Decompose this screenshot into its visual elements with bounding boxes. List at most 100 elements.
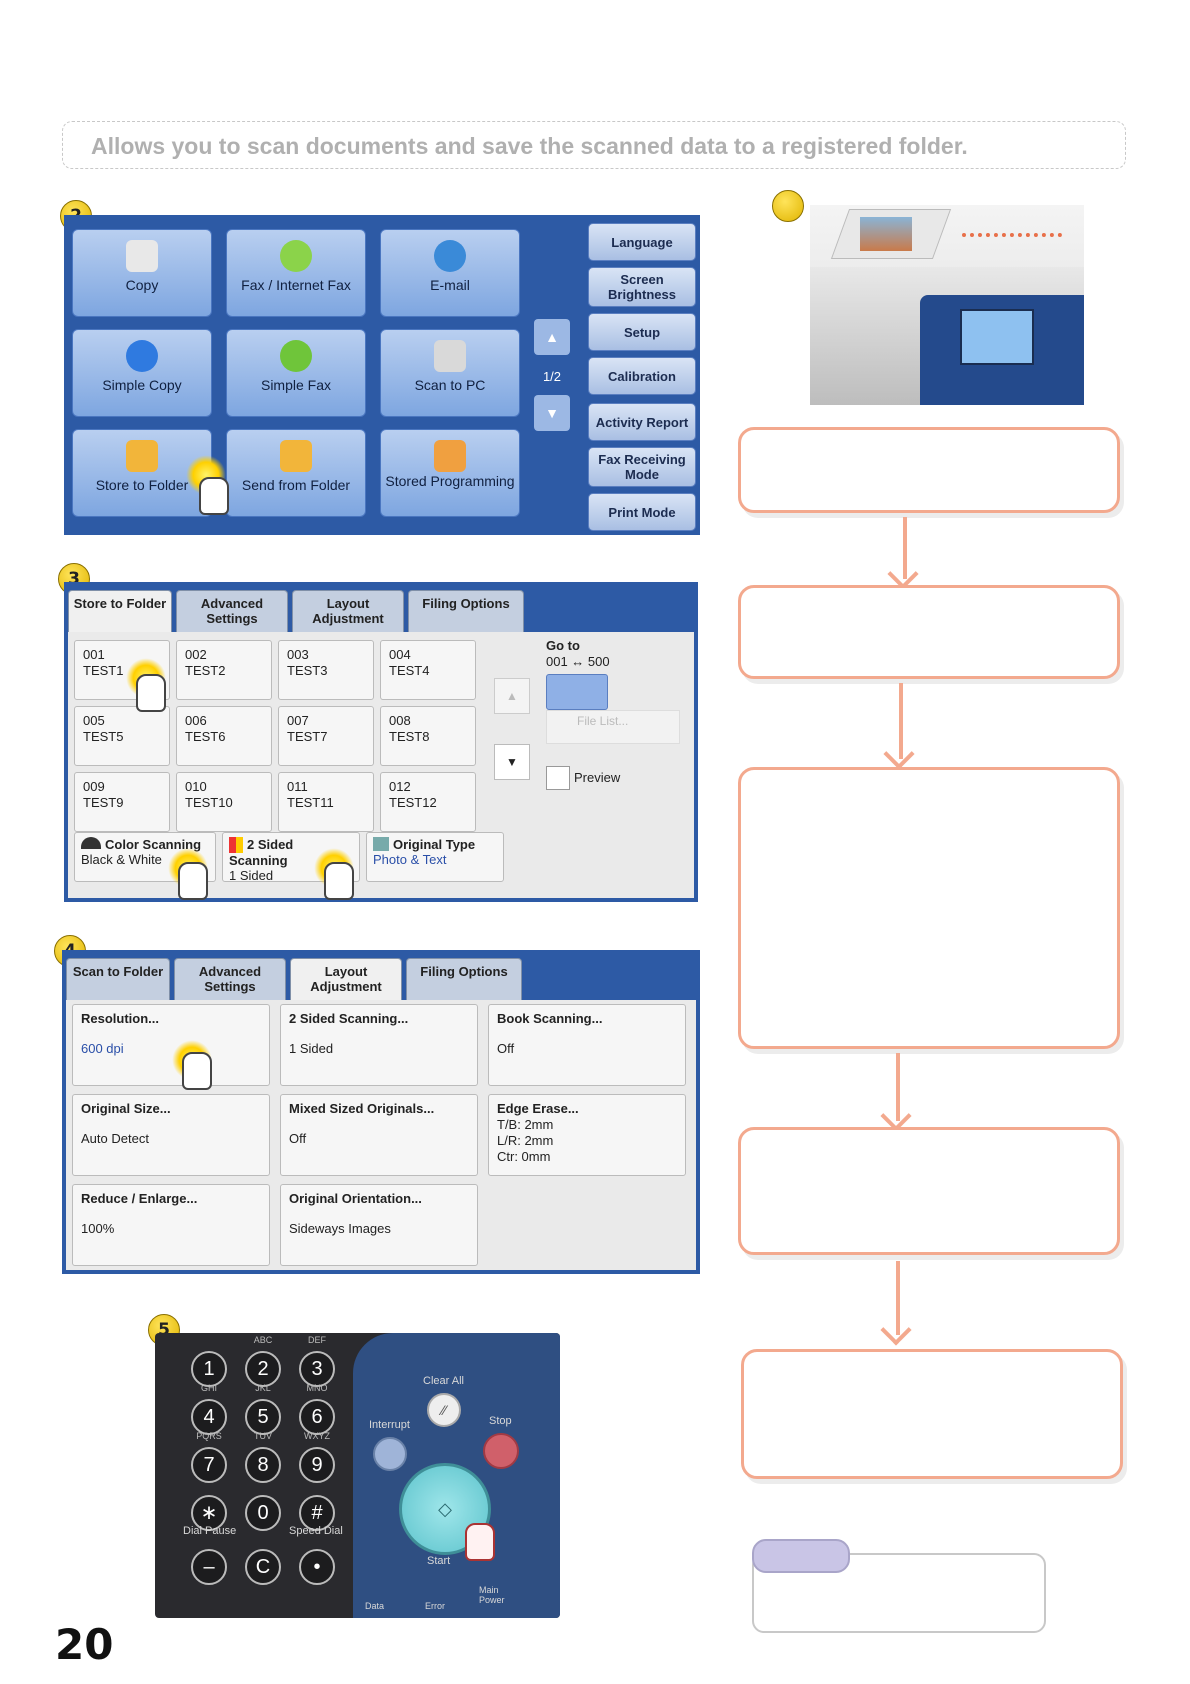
main-power-label: Main Power: [479, 1585, 505, 1605]
folder-number: 006: [185, 713, 207, 728]
intro-caption: Allows you to scan documents and save th…: [62, 121, 1126, 169]
pointer-hand-icon: [136, 674, 166, 712]
interrupt-button[interactable]: [373, 1437, 407, 1471]
folder-number: 008: [389, 713, 411, 728]
printer-photo: [810, 205, 1084, 405]
folder-number: 009: [83, 779, 105, 794]
pointer-hand-icon: [199, 477, 229, 515]
side-language[interactable]: Language: [588, 223, 696, 261]
fax-icon: [280, 240, 312, 272]
simple-fax-icon: [280, 340, 312, 372]
side-setup[interactable]: Setup: [588, 313, 696, 351]
tile-email[interactable]: E-mail: [380, 229, 520, 317]
side-screen-brightness[interactable]: Screen Brightness: [588, 267, 696, 307]
tile-simple-fax[interactable]: Simple Fax: [226, 329, 366, 417]
preview-checkbox[interactable]: [546, 766, 570, 790]
folder-name: TEST10: [185, 795, 233, 810]
tile-stored-programming[interactable]: Stored Programming: [380, 429, 520, 517]
tab-filing-options[interactable]: Filing Options: [406, 958, 522, 1000]
tab-advanced-settings[interactable]: Advanced Settings: [174, 958, 286, 1000]
key-6[interactable]: 6: [299, 1399, 335, 1435]
tab-scan-to-folder[interactable]: Scan to Folder: [66, 958, 170, 1000]
folder-number: 003: [287, 647, 309, 662]
resolution-button[interactable]: Resolution...600 dpi: [72, 1004, 270, 1086]
folder-name: TEST3: [287, 663, 328, 678]
original-orientation-button[interactable]: Original Orientation...Sideways Images: [280, 1184, 478, 1266]
scroll-up-button[interactable]: ▲: [534, 319, 570, 355]
key-8[interactable]: 8: [245, 1447, 281, 1483]
tab-advanced-settings[interactable]: Advanced Settings: [176, 590, 288, 632]
key-0[interactable]: 0: [245, 1495, 281, 1531]
key-c[interactable]: C: [245, 1549, 281, 1585]
tile-send-from-folder[interactable]: Send from Folder: [226, 429, 366, 517]
tab-layout-adjustment[interactable]: Layout Adjustment: [292, 590, 404, 632]
book-scanning-button[interactable]: Book Scanning...Off: [488, 1004, 686, 1086]
key-2[interactable]: 2: [245, 1351, 281, 1387]
store-to-folder-screen: Store to Folder Advanced Settings Layout…: [64, 582, 698, 902]
tab-store-to-folder[interactable]: Store to Folder: [68, 590, 172, 638]
mixed-sized-originals-button[interactable]: Mixed Sized Originals...Off: [280, 1094, 478, 1176]
reduce-enlarge-button[interactable]: Reduce / Enlarge...100%: [72, 1184, 270, 1266]
key-5[interactable]: 5: [245, 1399, 281, 1435]
data-label: Data: [365, 1601, 385, 1611]
tab-layout-adjustment[interactable]: Layout Adjustment: [290, 958, 402, 1006]
key-4[interactable]: 4: [191, 1399, 227, 1435]
interrupt-label: Interrupt: [369, 1419, 410, 1431]
original-size-button[interactable]: Original Size...Auto Detect: [72, 1094, 270, 1176]
tab-filing-options[interactable]: Filing Options: [408, 590, 524, 632]
two-sided-scanning-button[interactable]: 2 Sided Scanning...1 Sided: [280, 1004, 478, 1086]
folder-name: TEST11: [287, 795, 334, 810]
folder-number: 005: [83, 713, 105, 728]
side-activity-report[interactable]: Activity Report: [588, 403, 696, 441]
goto-range: 001 ↔ 500: [546, 654, 610, 669]
stop-button[interactable]: [483, 1433, 519, 1469]
file-list-button[interactable]: File List...: [546, 710, 680, 744]
key-dial-pause[interactable]: –: [191, 1549, 227, 1585]
key-letters: DEF: [308, 1335, 326, 1345]
key-star[interactable]: ∗: [191, 1495, 227, 1531]
key-3[interactable]: 3: [299, 1351, 335, 1387]
key-letters: GHI: [200, 1383, 217, 1393]
tile-store-to-folder[interactable]: Store to Folder: [72, 429, 212, 517]
key-9[interactable]: 9: [299, 1447, 335, 1483]
tile-simple-copy[interactable]: Simple Copy: [72, 329, 212, 417]
folder-name: TEST9: [83, 795, 124, 810]
tile-fax[interactable]: Fax / Internet Fax: [226, 229, 366, 317]
goto-input[interactable]: [546, 674, 608, 710]
folder-name: TEST4: [389, 663, 430, 678]
clear-all-button[interactable]: ⁄⁄: [427, 1393, 461, 1427]
folder-scroll-down-button[interactable]: ▼: [494, 744, 530, 780]
note-tab: [752, 1539, 850, 1573]
key-1[interactable]: 1: [191, 1351, 227, 1387]
side-calibration[interactable]: Calibration: [588, 357, 696, 395]
tile-copy[interactable]: Copy: [72, 229, 212, 317]
key-hash[interactable]: #: [299, 1495, 335, 1531]
key-7[interactable]: 7: [191, 1447, 227, 1483]
tile-scan-to-pc[interactable]: Scan to PC: [380, 329, 520, 417]
pointer-hand-icon: [182, 1052, 212, 1090]
key-letters: TUV: [254, 1431, 272, 1441]
key-speed-dial[interactable]: •: [299, 1549, 335, 1585]
side-print-mode[interactable]: Print Mode: [588, 493, 696, 531]
stop-label: Stop: [489, 1415, 512, 1427]
folder-name: TEST8: [389, 729, 430, 744]
folder-scroll-up-button[interactable]: ▲: [494, 678, 530, 714]
copy-icon: [126, 240, 158, 272]
side-fax-receiving-mode[interactable]: Fax Receiving Mode: [588, 447, 696, 487]
folder-name: TEST6: [185, 729, 226, 744]
flow-arrow: [903, 517, 907, 579]
scroll-down-button[interactable]: ▼: [534, 395, 570, 431]
